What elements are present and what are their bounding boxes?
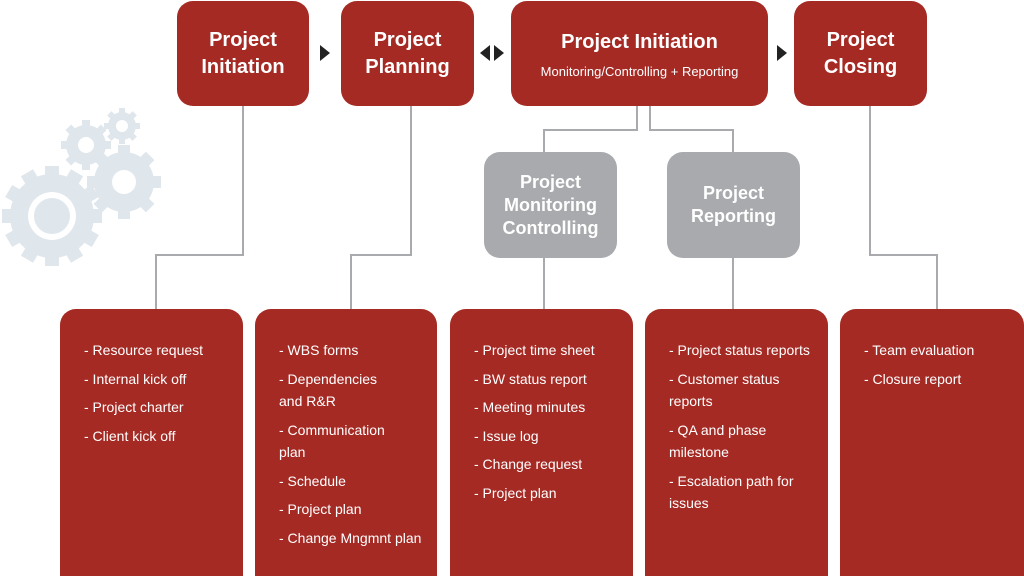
deliverables-list: - Project status reports - Customer statu… [669, 339, 818, 515]
list-item: - Meeting minutes [474, 399, 586, 415]
subphase-monitoring: Project Monitoring Controlling [484, 152, 617, 258]
list-item: - Resource request [84, 342, 204, 358]
card-monitoring: - Project time sheet - BW status report - … [450, 309, 633, 576]
list-item: - Project charter [84, 399, 184, 415]
triangle-arrow-icon [480, 45, 490, 61]
subphase-reporting: Project Reporting [667, 152, 800, 258]
deliverables-list: - Project time sheet - BW status report - … [474, 339, 623, 504]
deliverables-list: - WBS forms - Dependencies and R&R - Commu… [279, 339, 427, 549]
phase-subtitle: Monitoring/Controlling + Reporting [540, 63, 739, 79]
card-reporting: - Project status reports - Customer statu… [645, 309, 828, 576]
list-item: - Closure report [864, 370, 962, 387]
phase-closing: Project Closing [794, 1, 927, 106]
list-item: - WBS forms [279, 342, 359, 358]
list-item: - QA and phase milestone [669, 421, 767, 461]
subphase-title: Project Reporting [691, 183, 776, 226]
card-closing: - Team evaluation - Closure report [840, 309, 1024, 576]
phase-title: Project Initiation [561, 30, 718, 53]
triangle-arrow-icon [777, 45, 787, 61]
phase-planning: Project Planning [341, 1, 474, 106]
subphase-title: Project Monitoring Controlling [502, 171, 599, 238]
card-initiation: - Resource request - Internal kick off - P… [60, 309, 243, 576]
deliverables-list: - Resource request - Internal kick off - P… [84, 339, 233, 447]
list-item: - Dependencies and R&R [279, 370, 378, 410]
card-planning: - WBS forms - Dependencies and R&R - Commu… [255, 309, 437, 576]
list-item: - Client kick off [84, 427, 176, 444]
deliverables-list: - Team evaluation - Closure report [864, 339, 1014, 390]
phase-initiation: Project Initiation [177, 1, 309, 106]
list-item: - Schedule [279, 472, 346, 489]
list-item: - Communication plan [279, 421, 385, 461]
phase-title: Project Initiation [201, 28, 285, 78]
list-item: - Escalation path for issues [669, 472, 794, 512]
list-item: - BW status report [474, 370, 587, 387]
list-item: - Team evaluation [864, 342, 975, 358]
phase-title: Project Planning [365, 28, 450, 78]
triangle-arrow-icon [320, 45, 330, 61]
list-item: - Issue log [474, 427, 539, 444]
gears-icon [2, 108, 161, 266]
list-item: - Internal kick off [84, 370, 187, 387]
list-item: - Customer status reports [669, 370, 780, 410]
list-item: - Project time sheet [474, 342, 595, 358]
phase-execution: Project Initiation Monitoring/Controllin… [511, 1, 768, 106]
triangle-arrow-icon [494, 45, 504, 61]
phase-title: Project Closing [823, 28, 898, 78]
list-item: - Project plan [279, 501, 362, 517]
list-item: - Change request [474, 456, 583, 472]
list-item: - Project status reports [669, 342, 810, 358]
list-item: - Project plan [474, 484, 557, 501]
list-item: - Change Mngmnt plan [279, 529, 422, 546]
